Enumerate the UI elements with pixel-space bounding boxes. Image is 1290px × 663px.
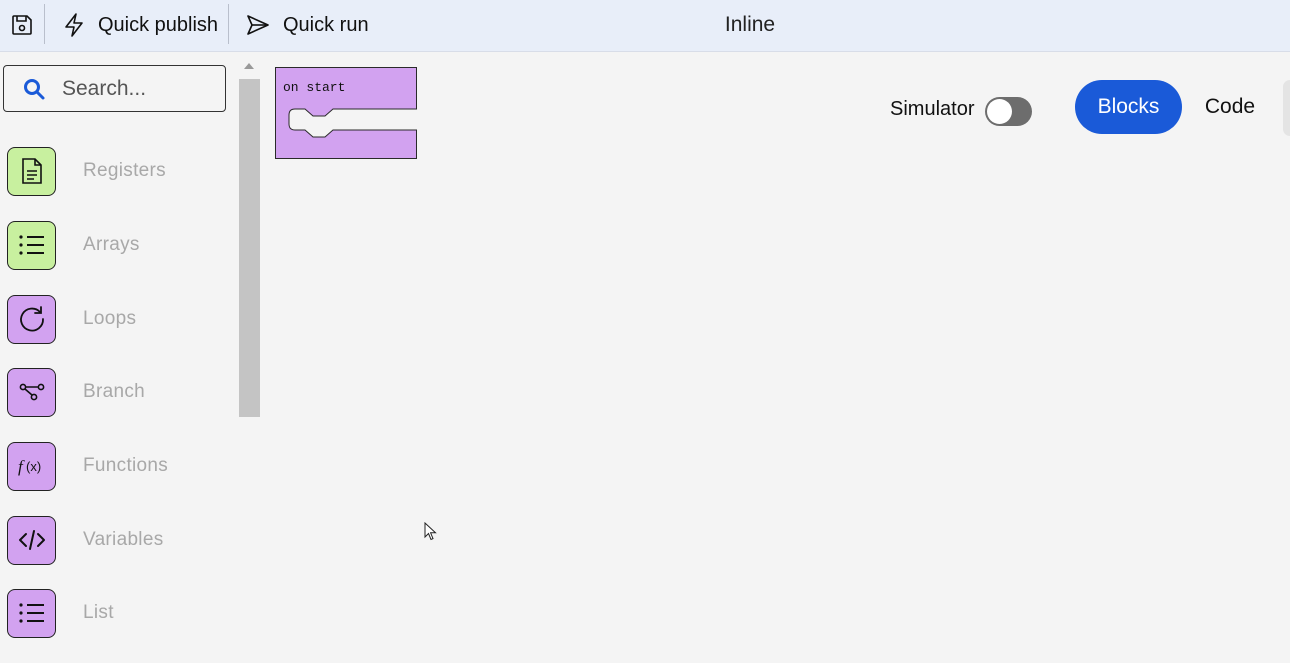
loop-icon (19, 306, 44, 332)
mouse-cursor-icon (424, 522, 437, 541)
block-shape (275, 67, 417, 159)
search-box (3, 65, 226, 112)
quick-run-label: Quick run (283, 13, 369, 36)
code-button[interactable]: Code (1204, 95, 1256, 118)
category-label: Registers (83, 160, 166, 181)
category-variables[interactable]: Variables (7, 515, 232, 565)
category-registers[interactable]: Registers (7, 146, 232, 196)
category-label: Variables (83, 529, 164, 550)
category-icon-box (7, 367, 56, 417)
side-panel-tab[interactable] (1283, 80, 1290, 136)
category-label: Arrays (83, 234, 140, 255)
svg-text:(x): (x) (26, 459, 41, 474)
branch-icon (19, 383, 44, 401)
category-label: List (83, 602, 114, 623)
search-icon (24, 78, 45, 99)
search-input[interactable] (62, 76, 212, 101)
category-list[interactable]: List (7, 588, 232, 638)
scroll-up-arrow[interactable] (244, 63, 254, 69)
category-functions[interactable]: f (x) Functions (7, 441, 232, 491)
lightning-icon (65, 13, 83, 37)
category-branch[interactable]: Branch (7, 367, 232, 417)
send-icon (247, 15, 269, 35)
category-icon-box: f (x) (7, 441, 56, 491)
simulator-toggle[interactable] (985, 97, 1032, 126)
quick-run-button[interactable]: Quick run (245, 0, 369, 50)
svg-text:f: f (18, 457, 25, 476)
function-icon: f (x) (18, 457, 41, 476)
save-button[interactable] (0, 0, 44, 50)
block-label: on start (283, 80, 346, 95)
document-icon (21, 158, 42, 184)
category-icon-box (7, 515, 56, 565)
category-icon-box (7, 588, 56, 638)
category-icon-box (7, 294, 56, 344)
simulator-label: Simulator (890, 98, 975, 120)
category-label: Loops (83, 308, 137, 329)
list-icon (18, 235, 44, 255)
top-toolbar: Quick publish Quick run Inline (0, 0, 1290, 52)
blocks-button[interactable]: Blocks (1075, 80, 1182, 134)
quick-publish-label: Quick publish (98, 13, 219, 36)
project-title: Inline (724, 13, 776, 36)
category-icon-box (7, 220, 56, 270)
quick-publish-button[interactable]: Quick publish (62, 0, 218, 50)
list-icon (18, 603, 44, 623)
on-start-block[interactable]: on start (275, 67, 417, 159)
toolbox-scrollbar-thumb[interactable] (239, 79, 260, 417)
toolbar-divider (228, 4, 229, 44)
category-loops[interactable]: Loops (7, 294, 232, 344)
code-icon (18, 530, 45, 550)
toolbar-divider (44, 4, 45, 44)
category-arrays[interactable]: Arrays (7, 220, 232, 270)
category-label: Functions (83, 455, 169, 476)
category-label: Branch (83, 381, 146, 402)
category-icon-box (7, 146, 56, 196)
save-icon (12, 15, 32, 35)
toggle-knob (987, 99, 1012, 124)
